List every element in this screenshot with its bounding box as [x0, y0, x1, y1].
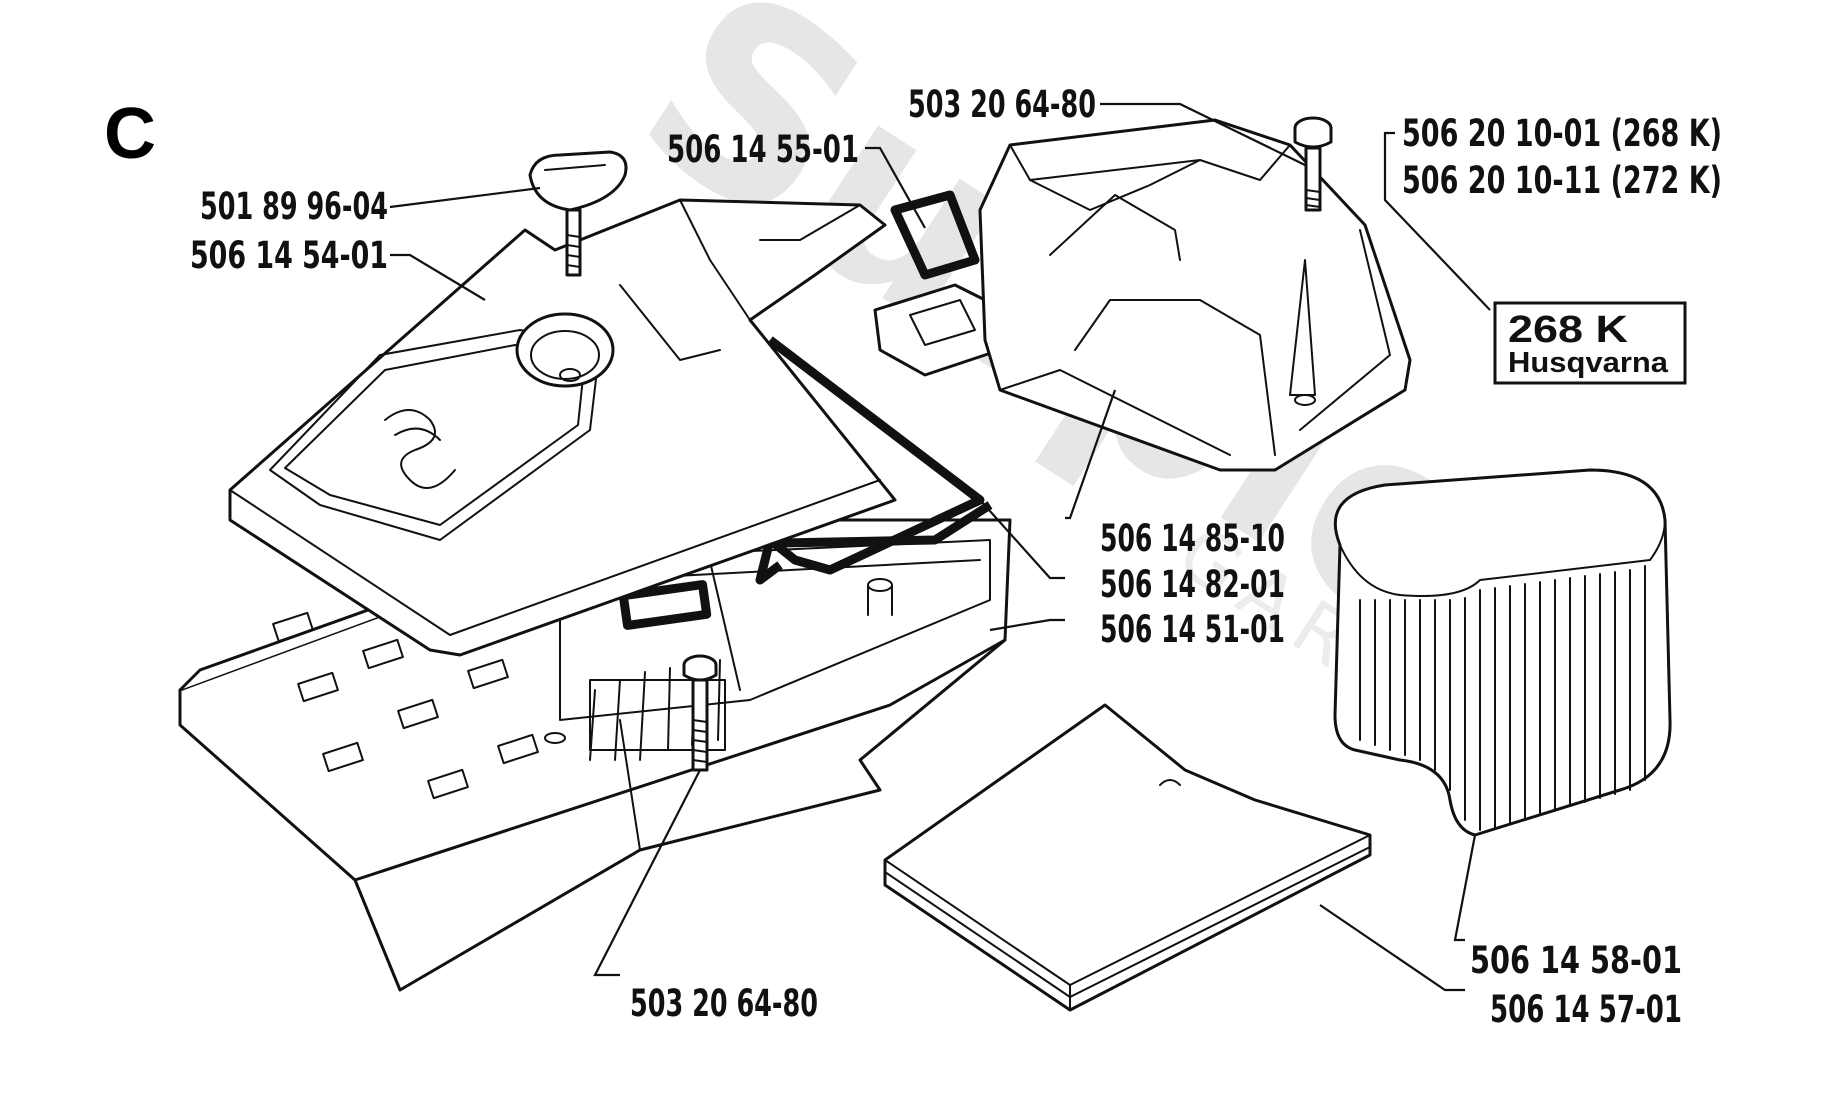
label-screw-bottom: 503 20 64-80 — [630, 982, 818, 1025]
screw-top-drawing — [1293, 116, 1333, 212]
label-cover-268: 506 20 10-01 (268 K) — [1402, 112, 1722, 155]
label-top-cover: 506 14 54-01 — [190, 234, 388, 277]
filter-pad-drawing — [883, 703, 1372, 1012]
badge-brand-text: Husqvarna — [1508, 347, 1669, 379]
label-screw-top: 503 20 64-80 — [908, 83, 1096, 126]
label-cap-knob: 501 89 96-04 — [200, 185, 388, 228]
leader-lines — [389, 102, 1491, 992]
label-seal: 506 14 85-10 — [1100, 517, 1285, 560]
section-letter: C — [104, 94, 156, 174]
label-gasket: 506 14 82-01 — [1100, 563, 1285, 606]
small-gasket-in-housing — [618, 580, 712, 630]
model-badge: 268 K Husqvarna — [1493, 301, 1687, 385]
badge-model-text: 268 K — [1508, 309, 1629, 351]
cap-knob-drawing — [528, 150, 628, 277]
label-small-gasket: 506 14 55-01 — [667, 128, 859, 171]
screw-bottom-drawing — [682, 654, 718, 772]
label-housing: 506 14 51-01 — [1100, 608, 1285, 651]
top-cover-drawing — [228, 198, 897, 657]
upper-cover-drawing — [978, 118, 1412, 472]
label-filter: 506 14 58-01 — [1470, 939, 1682, 982]
air-filter-drawing — [1333, 468, 1672, 837]
label-filter-pad: 506 14 57-01 — [1490, 988, 1682, 1031]
label-cover-272: 506 20 10-11 (272 K) — [1402, 159, 1722, 202]
part-labels: 501 89 96-04 506 14 54-01 506 14 55-01 5… — [190, 83, 1722, 1031]
